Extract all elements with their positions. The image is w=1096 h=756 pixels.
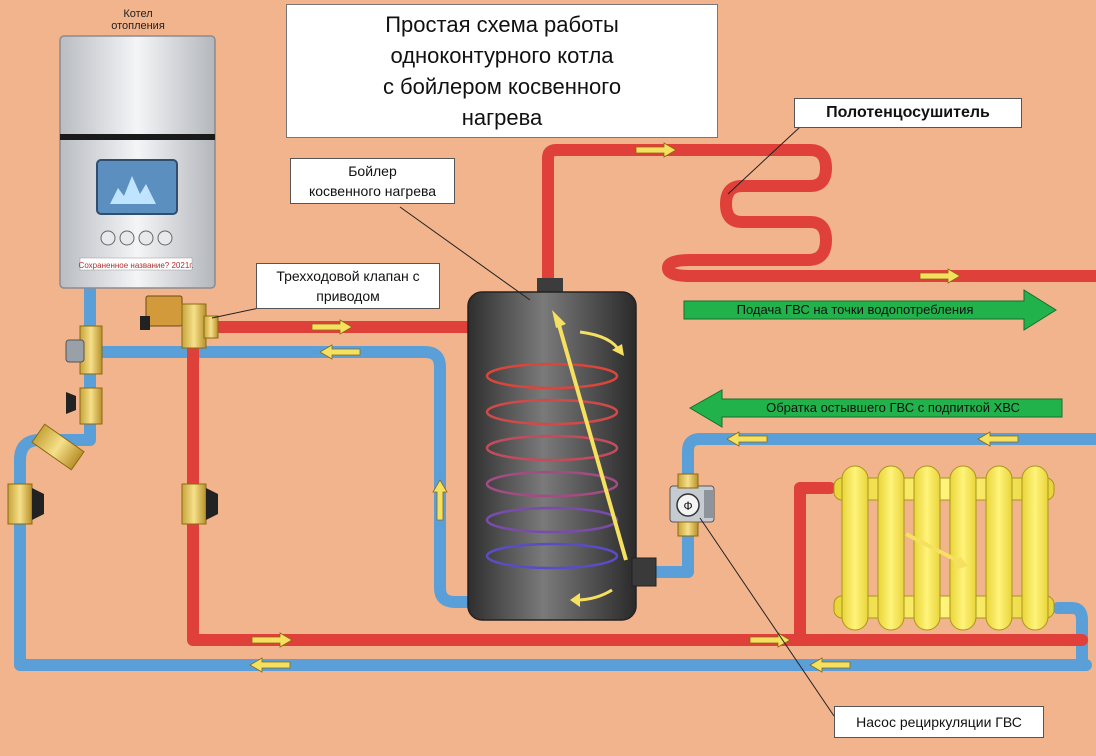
title-line: одноконтурного котла bbox=[390, 43, 614, 68]
flow-arrow bbox=[919, 268, 961, 284]
left-fittings bbox=[7, 325, 218, 525]
strainer-icon bbox=[31, 423, 85, 471]
radiator bbox=[833, 465, 1055, 631]
flame-icon bbox=[110, 176, 156, 204]
callout-lines bbox=[211, 126, 835, 717]
tap-handle-icon bbox=[32, 488, 44, 520]
flow-arrow bbox=[432, 479, 448, 521]
indirect-boiler-label: Бойлер косвенного нагрева bbox=[290, 158, 455, 204]
boiler-panel-text: Сохраненное название? 2021г. bbox=[79, 261, 194, 270]
boiler-knob bbox=[100, 230, 116, 246]
three-way-valve bbox=[140, 295, 219, 349]
green-arrows bbox=[683, 289, 1063, 428]
boiler-caption-line: Котел bbox=[123, 8, 153, 20]
gas-boiler: Сохраненное название? 2021г. bbox=[59, 35, 216, 289]
pump-symbol: Ф bbox=[683, 499, 692, 513]
label-line: Бойлер bbox=[348, 163, 397, 179]
return-cold-text: Обратка остывшего ГВС с подпиткой ХВС bbox=[766, 400, 1020, 415]
label-line: приводом bbox=[316, 288, 380, 304]
flow-arrow bbox=[251, 632, 293, 648]
flow-arrow bbox=[319, 344, 361, 360]
supply-arrow bbox=[683, 289, 1057, 331]
title-line: нагрева bbox=[461, 105, 543, 130]
flow-arrow bbox=[311, 319, 353, 335]
recirc-pump-label: Насос рециркуляции ГВС bbox=[834, 706, 1044, 738]
title-line: с бойлером косвенного bbox=[382, 74, 622, 99]
heating-coil bbox=[485, 362, 619, 570]
tap-handle-icon bbox=[66, 392, 76, 414]
boiler-caption: Котел отопления bbox=[60, 8, 216, 32]
recirc-pump: Ф bbox=[669, 473, 715, 537]
three-way-valve-label: Трехходовой клапан с приводом bbox=[256, 263, 440, 309]
flow-arrow bbox=[249, 657, 291, 673]
flow-arrow bbox=[809, 657, 851, 673]
hot-supply-text: Подача ГВС на точки водопотребления bbox=[736, 302, 974, 317]
boiler-caption-line: отопления bbox=[111, 20, 165, 32]
boiler-knob bbox=[157, 230, 173, 246]
flow-arrows bbox=[249, 142, 1019, 673]
towel-dryer-label: Полотенцосушитель bbox=[794, 98, 1022, 128]
label-line: Трехходовой клапан с bbox=[276, 268, 420, 284]
boiler-knob bbox=[138, 230, 154, 246]
title-line: Простая схема работы bbox=[385, 12, 619, 37]
flow-arrow bbox=[726, 431, 768, 447]
boiler-display bbox=[96, 159, 178, 215]
boiler-knob bbox=[119, 230, 135, 246]
indirect-boiler-tank bbox=[467, 278, 657, 621]
flow-arrow bbox=[977, 431, 1019, 447]
flow-arrow bbox=[635, 142, 677, 158]
tap-handle-icon bbox=[206, 488, 218, 520]
return-arrow bbox=[689, 389, 1063, 428]
label-line: косвенного нагрева bbox=[308, 183, 437, 199]
title-box: Простая схема работы одноконтурного котл… bbox=[286, 4, 718, 138]
